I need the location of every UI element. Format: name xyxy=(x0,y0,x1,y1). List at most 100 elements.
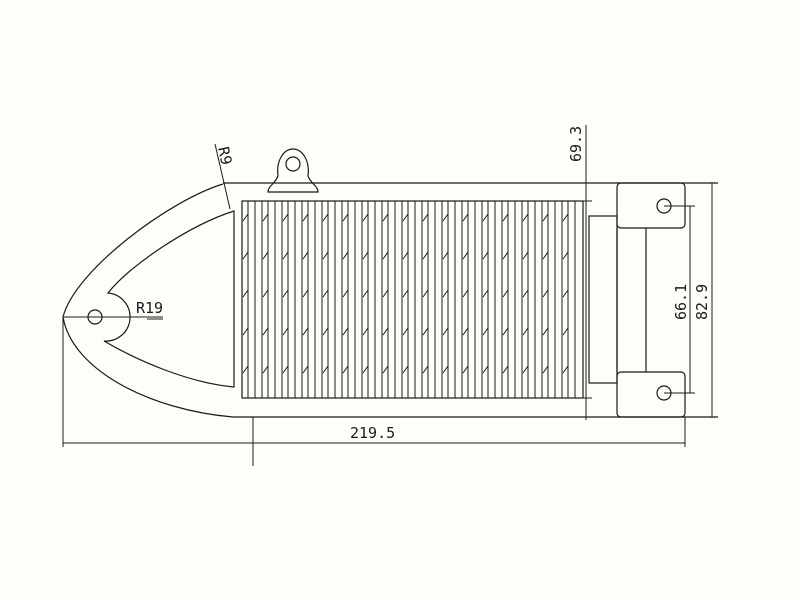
fin-hatch xyxy=(362,289,369,298)
fin-hatch xyxy=(522,365,529,374)
fin-hatch xyxy=(322,251,329,260)
bracket xyxy=(588,182,695,418)
fin-hatch xyxy=(502,213,509,222)
fin-hatch xyxy=(522,213,529,222)
fin-hatch xyxy=(342,327,349,336)
fin-hatch xyxy=(562,213,569,222)
fin-hatch xyxy=(262,251,269,260)
fin-hatch xyxy=(522,289,529,298)
fin-hatch xyxy=(482,289,489,298)
fin-hatch xyxy=(482,327,489,336)
fin-hatch xyxy=(542,289,549,298)
fin-hatch xyxy=(502,365,509,374)
fin-hatch xyxy=(422,365,429,374)
fin-hatch xyxy=(382,251,389,260)
fin-hatch xyxy=(282,213,289,222)
mounting-tab xyxy=(267,148,319,193)
fin-hatch xyxy=(282,251,289,260)
fin-hatch xyxy=(262,365,269,374)
fin-hatch xyxy=(382,327,389,336)
fin-hatch xyxy=(562,327,569,336)
fin-hatch xyxy=(382,213,389,222)
fin-hatch xyxy=(242,213,249,222)
fin-hatch xyxy=(262,289,269,298)
fin-hatch xyxy=(322,365,329,374)
fin-hatch xyxy=(442,289,449,298)
fin-hatch xyxy=(382,289,389,298)
fin-hatch xyxy=(282,327,289,336)
fin-hatch xyxy=(462,289,469,298)
fin-hatch xyxy=(422,213,429,222)
fin-hatch xyxy=(462,251,469,260)
fin-hatch xyxy=(562,289,569,298)
fin-hatch xyxy=(322,289,329,298)
fin-hatch xyxy=(482,251,489,260)
label-r9: R9 xyxy=(214,145,235,166)
fin-hatch xyxy=(522,251,529,260)
fin-hatch xyxy=(242,327,249,336)
fin-hatch xyxy=(442,251,449,260)
fin-hatch xyxy=(262,327,269,336)
fin-hatch xyxy=(322,213,329,222)
fin-hatch xyxy=(342,213,349,222)
label-overall-length: 219.5 xyxy=(350,424,395,442)
fin-hatch xyxy=(402,327,409,336)
fin-hatch xyxy=(462,327,469,336)
fin-hatch xyxy=(402,289,409,298)
fin-hatch xyxy=(282,365,289,374)
fin-hatch xyxy=(502,251,509,260)
fin-hatch xyxy=(282,289,289,298)
fin-hatch xyxy=(342,365,349,374)
fin-hatch xyxy=(542,365,549,374)
fin-hatch xyxy=(562,365,569,374)
fin-hatch xyxy=(542,327,549,336)
inner-cutout xyxy=(103,210,235,388)
fin-hatch xyxy=(362,327,369,336)
fin-hatch xyxy=(342,251,349,260)
fin-hatch xyxy=(382,365,389,374)
fin-hatch xyxy=(302,289,309,298)
fin-hatch xyxy=(242,365,249,374)
fin-hatch xyxy=(362,213,369,222)
label-r19: R19 xyxy=(136,299,163,317)
fin-hatch xyxy=(422,327,429,336)
label-height-top: 69.3 xyxy=(567,126,585,162)
fin-hatch xyxy=(262,213,269,222)
fin-hatch xyxy=(242,251,249,260)
fin-hatch xyxy=(562,251,569,260)
fin-hatch xyxy=(402,251,409,260)
fin-hatch xyxy=(482,365,489,374)
fin-hatch xyxy=(442,327,449,336)
fin-hatch xyxy=(302,365,309,374)
fin-hatch xyxy=(542,251,549,260)
label-bracket-height: 82.9 xyxy=(693,284,711,320)
fin-hatch xyxy=(522,327,529,336)
fins xyxy=(242,201,576,398)
fin-hatch xyxy=(422,251,429,260)
fin-hatch xyxy=(302,251,309,260)
fin-block xyxy=(241,200,584,399)
fin-hatch xyxy=(462,213,469,222)
fin-hatch xyxy=(402,213,409,222)
tab-hole xyxy=(285,156,301,172)
fin-hatch xyxy=(542,213,549,222)
fin-hatch xyxy=(442,365,449,374)
fin-hatch xyxy=(302,327,309,336)
fin-hatch xyxy=(502,327,509,336)
fin-hatch xyxy=(402,365,409,374)
fin-hatch xyxy=(362,251,369,260)
fin-hatch xyxy=(362,365,369,374)
fin-hatch xyxy=(342,289,349,298)
fin-hatch xyxy=(482,213,489,222)
fin-hatch xyxy=(462,365,469,374)
fin-hatch xyxy=(502,289,509,298)
fin-hatch xyxy=(242,289,249,298)
dimension-lines xyxy=(62,143,713,466)
fin-hatch xyxy=(442,213,449,222)
fin-hatch xyxy=(302,213,309,222)
fin-hatch xyxy=(422,289,429,298)
fin-hatch xyxy=(322,327,329,336)
label-hole-spacing: 66.1 xyxy=(672,284,690,320)
